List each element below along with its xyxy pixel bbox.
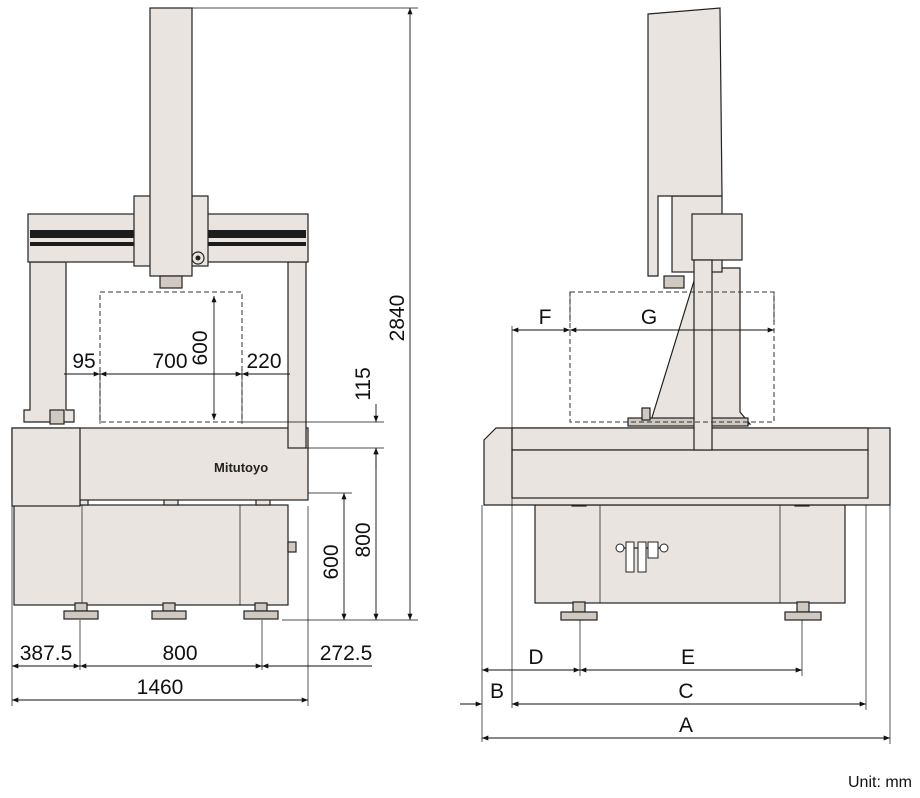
brand-logo: Mitutoyo	[214, 460, 268, 475]
front-z-spindle	[149, 7, 193, 277]
front-feet	[63, 602, 279, 620]
dim-E: E	[681, 646, 695, 669]
dim-table-gap: 115	[352, 367, 375, 400]
dim-C: C	[678, 680, 693, 703]
front-base-body	[13, 504, 289, 606]
dim-total-width: 1460	[137, 676, 184, 699]
dim-F: F	[539, 306, 552, 329]
dim-right-offset: 272.5	[320, 642, 373, 665]
front-dimensions: 600 95 700 220 115 2840 800 600	[11, 7, 418, 706]
dim-D: D	[528, 646, 543, 669]
dim-foot-span: 800	[162, 642, 197, 665]
front-air-knob	[287, 541, 297, 553]
side-feet	[560, 601, 822, 621]
air-regulator-icon	[615, 541, 669, 573]
dim-z-range: 600	[189, 330, 212, 365]
side-z-spindle	[647, 7, 723, 277]
side-dimensions: F G D E B C A	[460, 292, 891, 744]
dim-x-range: 700	[152, 350, 187, 373]
front-left-column	[23, 261, 75, 423]
unit-label: Unit: mm	[848, 774, 912, 791]
dim-B: B	[490, 680, 504, 703]
dim-base-height: 600	[320, 544, 343, 579]
side-measuring-range	[569, 291, 775, 423]
side-base-body	[534, 504, 846, 604]
dim-total-height: 2840	[386, 295, 409, 342]
dim-A: A	[679, 714, 693, 737]
side-view	[483, 7, 891, 621]
front-left-block	[11, 427, 81, 507]
dim-left-offset: 387.5	[20, 642, 73, 665]
front-view: Mitutoyo	[11, 7, 309, 620]
front-right-column	[287, 261, 307, 449]
dim-table-height: 800	[352, 522, 375, 557]
dim-left-clear: 95	[72, 350, 95, 373]
dim-right-clear: 220	[246, 350, 281, 373]
dim-G: G	[641, 306, 657, 329]
